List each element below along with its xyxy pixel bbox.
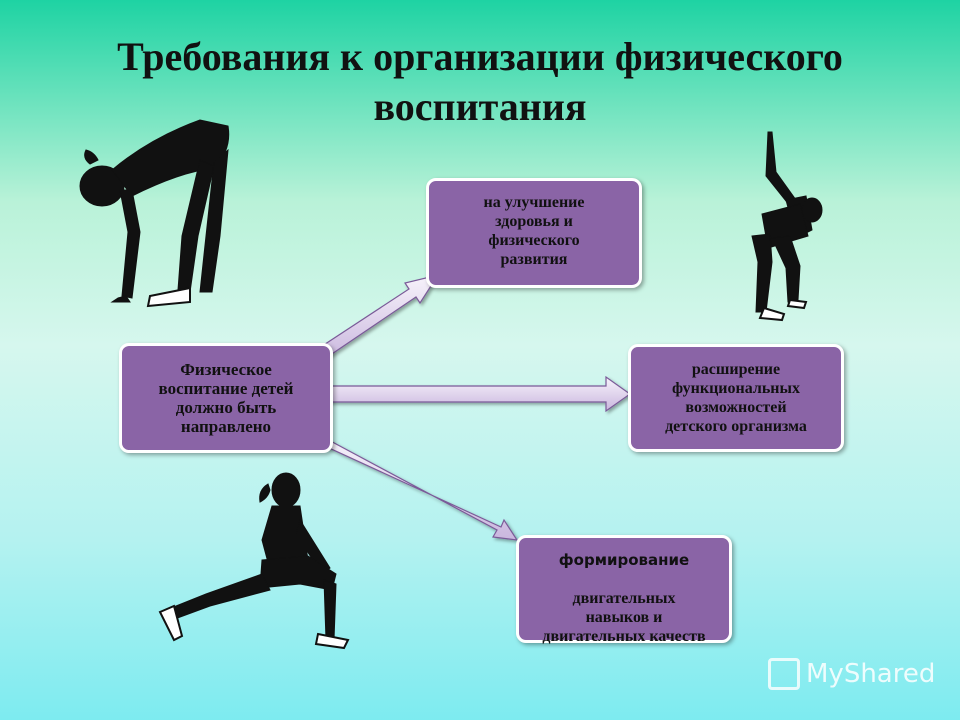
woman-side-stretch-icon [751, 131, 823, 322]
node-motor-skills: формирование двигательных навыков и двиг… [516, 535, 732, 645]
watermark-logo-icon [768, 658, 800, 690]
source-node: Физическое воспитание детей должно быть … [119, 343, 333, 453]
arrow-to-top [312, 274, 440, 363]
woman-bending-forward-icon [79, 119, 230, 308]
page-title: Требования к организации физического вос… [117, 34, 843, 129]
watermark: MyShared [768, 652, 948, 696]
node-functional-capabilities: расширение функциональных возможностей д… [628, 344, 844, 452]
node-motor-skills-first-word: формирование [558, 551, 690, 569]
node-motor-skills-rest: двигательных навыков и двигательных каче… [542, 590, 706, 645]
woman-lunge-stretch-icon [158, 472, 350, 650]
arrow-to-bottom [321, 435, 519, 541]
node-health-development: на улучшение здоровья и физического разв… [426, 178, 642, 288]
watermark-text: MyShared [806, 659, 936, 689]
arrow-to-middle [321, 375, 632, 413]
